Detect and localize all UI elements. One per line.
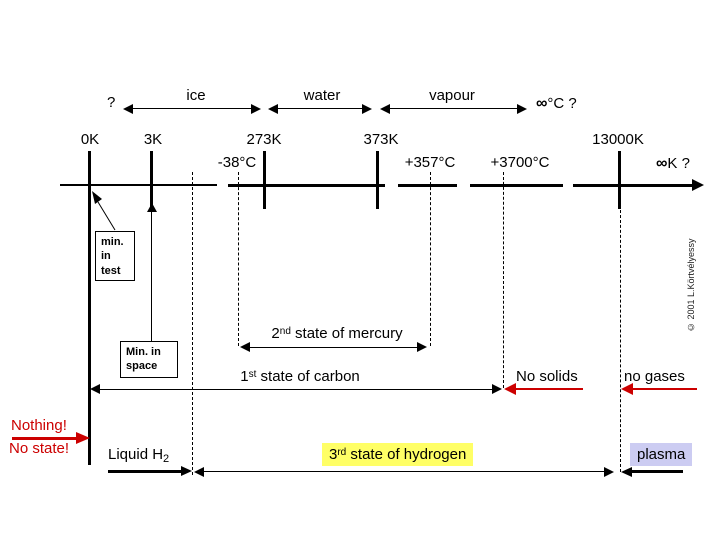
hydrogen-range-line (204, 471, 604, 472)
arrowhead-left (194, 467, 204, 477)
kelvin-label-373k: 373K (363, 131, 399, 148)
liquid-h2-label: Liquid H2 (108, 446, 170, 465)
plasma-label: plasma (630, 443, 693, 466)
no-state-label: No state! (9, 440, 70, 457)
min-in-test-line1: min. (101, 236, 124, 248)
dashed-line-3700c (503, 172, 504, 388)
vapour-label: vapour (429, 87, 475, 104)
tick-273k (263, 151, 266, 209)
ice-label: ice (186, 87, 206, 104)
vapour-range-line (390, 108, 517, 109)
dashed-line-13000k (620, 205, 621, 472)
celsius-label-minus38: -38°C (217, 154, 257, 171)
carbon-state-label: 1st state of carbon (240, 368, 360, 385)
infinity-celsius-label: ∞°C ? (536, 95, 577, 112)
nothing-red-line (12, 437, 77, 440)
unknown-phase-label: ? (107, 94, 116, 111)
infinity-symbol: ∞ (536, 95, 548, 112)
tick-3k (150, 151, 153, 209)
plasma-arrow-line (632, 470, 683, 473)
axis-segment (470, 184, 563, 187)
thick-arrowhead-right (181, 466, 192, 476)
arrowhead-left (123, 104, 133, 114)
arrowhead-left (380, 104, 390, 114)
no-gases-label: no gases (624, 368, 685, 385)
kelvin-label-3k: 3K (143, 131, 163, 148)
min-in-space-line1: Min. in (126, 346, 161, 358)
min-in-test-line2: in (101, 250, 111, 263)
dashed-line-minus38c (238, 172, 239, 346)
hydrogen-state-label: 3rd state of hydrogen (322, 443, 474, 466)
thick-arrowhead-left (621, 467, 632, 477)
kelvin-label-13000k: 13000K (592, 131, 644, 148)
axis-arrowhead (692, 179, 704, 191)
dashed-line-357c (430, 172, 431, 346)
tick-373k (376, 151, 379, 209)
ice-range-line (132, 108, 252, 109)
arrowhead-left (240, 342, 250, 352)
celsius-label-3700: +3700°C (490, 154, 550, 171)
celsius-label-357: +357°C (404, 154, 456, 171)
mercury-range-line (249, 347, 417, 348)
min-in-test-box: min. in test (95, 231, 135, 281)
min-in-test-line3: test (101, 264, 121, 277)
water-label: water (303, 87, 341, 104)
arrowhead-right (251, 104, 261, 114)
no-solids-label: No solids (516, 368, 578, 385)
carbon-range-line (100, 389, 492, 390)
min-in-space-line2: space (126, 360, 158, 373)
kelvin-label-0k: 0K (80, 131, 100, 148)
no-solids-red-line (514, 388, 583, 390)
min-in-space-box: Min. in space (120, 341, 178, 378)
arrowhead-right (362, 104, 372, 114)
riser-line-3k (151, 211, 152, 342)
arrowhead-left (90, 384, 100, 394)
water-range-line (278, 108, 362, 109)
arrowhead-right (417, 342, 427, 352)
min-in-test-pointer-arrow (92, 191, 116, 231)
arrowhead-left (268, 104, 278, 114)
nothing-label: Nothing! (11, 417, 67, 434)
infinity-symbol: ∞ (656, 155, 668, 172)
axis-segment (228, 184, 385, 187)
mercury-state-label: 2nd state of mercury (271, 325, 403, 342)
axis-segment (398, 184, 457, 187)
arrowhead-right (492, 384, 502, 394)
dashed-line-liquid-h2 (192, 172, 193, 475)
liquid-h2-arrow-line (108, 470, 182, 473)
riser-arrowhead-up (147, 203, 157, 212)
no-gases-red-line (631, 388, 697, 390)
tick-13000k (618, 151, 621, 209)
tick-0k-vertical-line (88, 151, 91, 465)
arrowhead-right (604, 467, 614, 477)
axis-segment (573, 184, 692, 187)
red-arrowhead-right (76, 432, 90, 444)
kelvin-label-273k: 273K (246, 131, 282, 148)
red-arrowhead-left (504, 383, 516, 395)
infinity-kelvin-label: ∞K ? (656, 155, 690, 172)
axis-segment (60, 184, 217, 186)
arrowhead-right (517, 104, 527, 114)
red-arrowhead-left (621, 383, 633, 395)
copyright-text: © 2001 L.Körtvélyessy (686, 238, 696, 332)
